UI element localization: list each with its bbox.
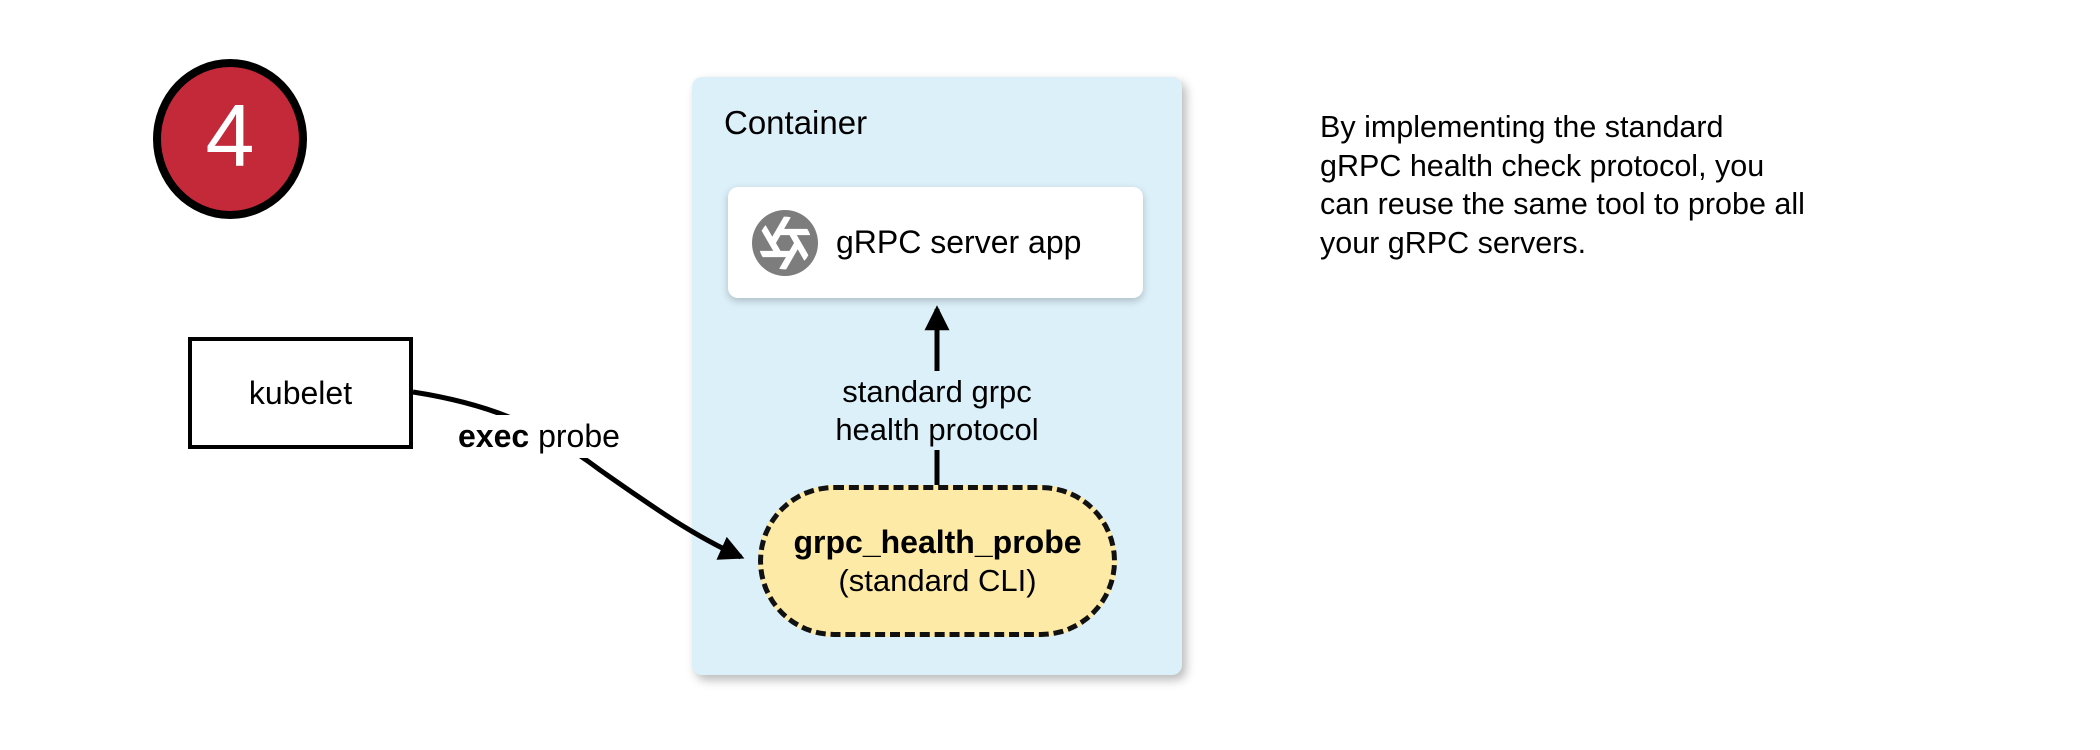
exec-probe-label: exec probe <box>452 415 626 458</box>
exec-probe-label-rest: probe <box>529 418 620 454</box>
step-badge: 4 <box>153 59 307 219</box>
grpc-health-probe-subtitle: (standard CLI) <box>838 562 1037 598</box>
grpc-health-probe-box: grpc_health_probe (standard CLI) <box>758 485 1117 637</box>
grpc-server-app-label: gRPC server app <box>836 224 1082 260</box>
explanation-note: By implementing the standard gRPC health… <box>1320 110 1805 261</box>
exec-probe-label-bold: exec <box>458 418 530 454</box>
health-protocol-label: standard grpc health protocol <box>835 374 1039 447</box>
kubelet-node: kubelet <box>188 337 413 449</box>
container-title: Container <box>724 104 868 141</box>
grpc-aperture-icon <box>752 209 818 276</box>
grpc-server-app-box: gRPC server app <box>728 187 1143 298</box>
kubelet-label: kubelet <box>248 374 353 411</box>
step-number: 4 <box>205 86 255 185</box>
grpc-health-probe-title: grpc_health_probe <box>793 523 1082 560</box>
